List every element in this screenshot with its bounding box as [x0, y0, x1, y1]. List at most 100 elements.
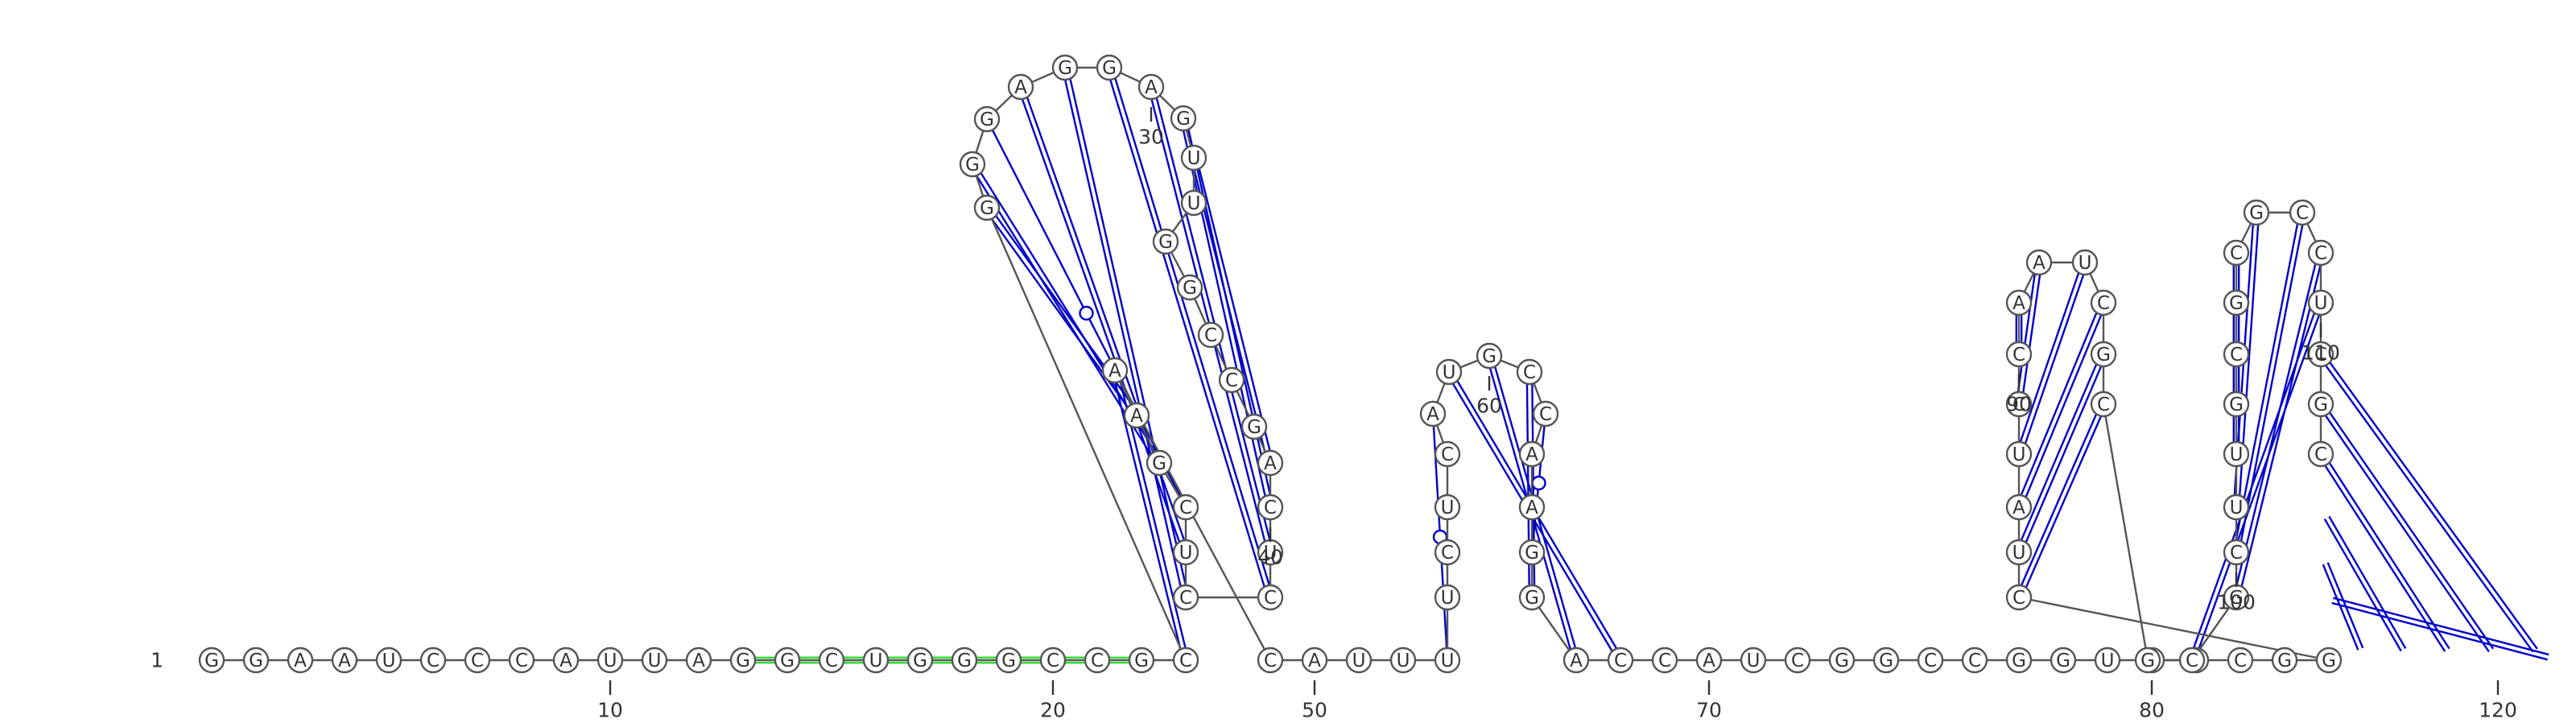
svg-text:C: C [1264, 588, 1277, 609]
nucleotide: G [198, 646, 225, 674]
svg-text:U: U [2013, 543, 2026, 564]
nucleotide: C [2307, 341, 2334, 368]
svg-text:C: C [1791, 651, 1804, 671]
nucleotide: U [2094, 646, 2121, 674]
nucleotide: C [1197, 321, 1224, 349]
nucleotide: C [2227, 646, 2254, 674]
position-label-10: 10 [597, 699, 623, 722]
nucleotide: C [2005, 341, 2033, 368]
svg-text:G: G [957, 651, 972, 671]
svg-text:A: A [1108, 361, 1121, 382]
svg-text:G: G [2012, 651, 2026, 671]
nucleotide: G [2271, 646, 2298, 674]
svg-text:U: U [2013, 444, 2026, 465]
helix-pairs-layer [976, 78, 2549, 661]
svg-text:C: C [2230, 243, 2243, 264]
nucleotide: G [1518, 584, 1546, 611]
nucleotide: G [2223, 289, 2250, 316]
nucleotide: A [1101, 357, 1129, 384]
nucleotide: G [1051, 54, 1079, 81]
svg-text:C: C [1658, 651, 1671, 671]
base-pair [2325, 361, 2538, 653]
svg-text:C: C [1204, 325, 1217, 346]
nucleotide: U [1740, 646, 1767, 674]
svg-text:G: G [2314, 394, 2328, 415]
svg-text:G: G [2229, 394, 2244, 415]
svg-text:G: G [1879, 651, 1893, 671]
svg-text:C: C [825, 651, 838, 671]
nucleotide: U [2223, 494, 2250, 521]
svg-text:G: G [736, 651, 750, 671]
svg-text:U: U [1441, 588, 1455, 609]
svg-text:U: U [2079, 253, 2092, 274]
nucleotide: A [1257, 449, 1284, 477]
nucleotide: C [1257, 646, 1284, 674]
svg-text:C: C [1968, 651, 1981, 671]
nucleotide: C [1172, 494, 1199, 521]
svg-text:C: C [515, 651, 528, 671]
nucleotide: C [2005, 584, 2033, 611]
svg-text:C: C [1091, 651, 1104, 671]
svg-text:G: G [980, 109, 994, 130]
svg-text:U: U [1187, 148, 1201, 169]
nucleotide: U [2223, 440, 2250, 468]
svg-text:A: A [1426, 404, 1439, 425]
nucleotide: A [1137, 73, 1165, 101]
base-pair [1531, 425, 1546, 541]
svg-text:C: C [1046, 651, 1059, 671]
nucleotide: U [2071, 249, 2099, 276]
nucleotide: C [2289, 199, 2316, 226]
svg-text:U: U [1443, 362, 1456, 383]
svg-text:U: U [1187, 193, 1201, 214]
base-pair [2331, 597, 2549, 661]
nucleotide: G [1518, 539, 1546, 566]
svg-text:C: C [2230, 543, 2243, 564]
position-label-40: 40 [1257, 546, 1283, 569]
svg-text:C: C [1614, 651, 1627, 671]
nucleotide: C [419, 646, 447, 674]
svg-text:C: C [2234, 651, 2247, 671]
svg-text:G: G [2229, 293, 2244, 314]
svg-text:U: U [1397, 651, 1410, 671]
svg-text:U: U [1441, 498, 1455, 518]
svg-text:G: G [780, 651, 795, 671]
svg-text:A: A [294, 651, 307, 671]
position-label-30: 30 [1138, 126, 1164, 149]
svg-text:A: A [1145, 77, 1158, 98]
backbone-segment [2102, 403, 2149, 661]
nucleotide: C [1172, 646, 1199, 674]
svg-text:C: C [1179, 588, 1192, 609]
base-pair [2322, 562, 2364, 651]
nucleotide: G [995, 646, 1022, 674]
svg-text:C: C [1264, 498, 1277, 518]
base-pair [1182, 129, 1272, 497]
nucleotide: C [1434, 539, 1461, 566]
nucleotide: U [862, 646, 890, 674]
svg-text:U: U [1352, 651, 1366, 671]
nucleotide: U [1345, 646, 1373, 674]
nucleotide: G [973, 105, 1001, 133]
nucleotide: C [1172, 584, 1199, 611]
base-pair [2192, 312, 2321, 651]
nucleotide: A [287, 646, 314, 674]
nucleotide: C [1516, 358, 1543, 386]
svg-text:G: G [1525, 588, 1539, 609]
nucleotide: G [2307, 390, 2334, 418]
svg-text:C: C [1264, 651, 1277, 671]
svg-text:G: G [1152, 453, 1166, 474]
nucleotide: U [1180, 189, 1208, 217]
svg-text:A: A [1264, 453, 1277, 474]
nucleotide: G [959, 151, 986, 178]
svg-text:G: G [2056, 651, 2070, 671]
nucleotide: G [1828, 646, 1856, 674]
svg-text:A: A [2013, 498, 2025, 518]
svg-text:G: G [2140, 651, 2155, 671]
svg-text:C: C [2013, 588, 2025, 609]
base-pair [1150, 97, 1271, 542]
nucleotide: C [2223, 539, 2250, 566]
svg-text:U: U [1747, 651, 1761, 671]
nucleotide: C [2090, 289, 2117, 316]
nucleotide: C [1434, 440, 1461, 468]
base-pair [2017, 274, 2041, 393]
svg-text:C: C [2296, 203, 2309, 224]
